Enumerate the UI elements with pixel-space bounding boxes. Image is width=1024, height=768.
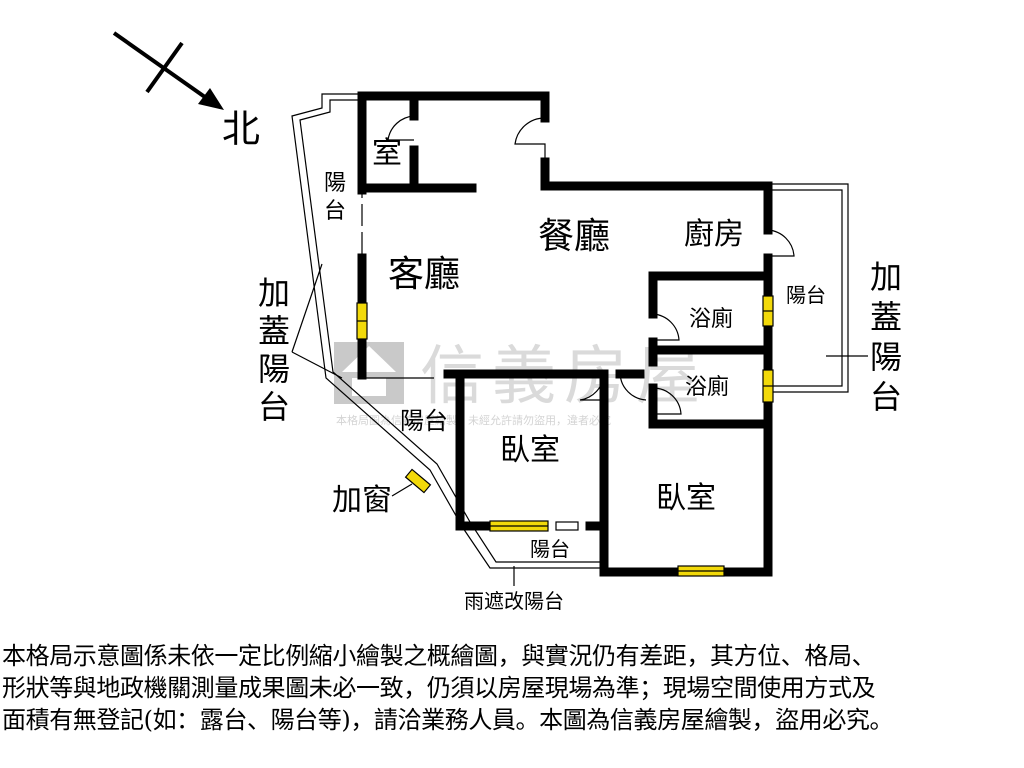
room-bedroom-1: 臥室 [500, 433, 560, 468]
left-added-char-2: 蓋 [258, 312, 290, 350]
room-labels: 室 餐廳 廚房 客廳 浴廁 浴廁 臥室 臥室 [372, 136, 744, 516]
door-arc [579, 373, 605, 401]
room-bath-1: 浴廁 [689, 307, 733, 332]
rain-shelter-label: 雨遮改陽台 [464, 589, 564, 613]
right-added-char-2: 蓋 [870, 298, 902, 336]
door-arc [619, 373, 647, 401]
room-living: 客廳 [388, 254, 460, 295]
right-added-char-3: 陽 [870, 338, 902, 376]
north-label: 北 [222, 107, 260, 151]
balcony-bottom-label: 陽台 [530, 537, 570, 561]
room-bedroom-2: 臥室 [656, 481, 716, 516]
disclaimer-line: 形狀等與地政機關測量成果圖未必一致，仍須以房屋現場為準；現場空間使用方式及 [2, 674, 876, 702]
left-added-char-1: 加 [258, 274, 290, 312]
doors [387, 115, 795, 415]
compass: 北 [112, 31, 260, 151]
balcony-labels: 陽 台 陽台 陽台 陽台 [324, 171, 826, 561]
balcony-left-char-2: 台 [324, 199, 346, 224]
balcony-right-label: 陽台 [786, 283, 826, 307]
north-arrow-icon [198, 88, 224, 110]
door-arc [514, 117, 546, 162]
door-arc [652, 313, 680, 341]
left-added-char-3: 陽 [258, 350, 290, 388]
right-added-char-4: 台 [870, 378, 902, 416]
balcony-left-char-1: 陽 [324, 171, 346, 196]
watermark-notice: 本格局圖為信義房屋繪製，未經允許請勿盜用，違者必究 [336, 413, 611, 427]
right-added-char-1: 加 [870, 258, 902, 296]
windows [356, 295, 774, 577]
door-arc [767, 229, 795, 257]
window [404, 468, 432, 494]
annotations: 加 蓋 陽 台 加 蓋 陽 台 加窗 雨遮改陽台 [258, 258, 902, 613]
door-arc [652, 387, 682, 415]
added-window-label: 加窗 [332, 483, 392, 518]
room-dining: 餐廳 [538, 216, 610, 257]
room-bath-2: 浴廁 [685, 375, 729, 400]
disclaimer-line: 本格局示意圖係未依一定比例縮小繪製之概繪圖，與實況仍有差距，其方位、格局、 [2, 642, 876, 670]
left-added-char-4: 台 [258, 388, 290, 426]
watermark-logo-icon [334, 342, 404, 404]
room-small-room: 室 [372, 136, 402, 171]
balcony-outlines [291, 93, 849, 569]
disclaimer-line: 面積有無登記(如：露台、陽台等)，請洽業務人員。本圖為信義房屋繪製，盜用必究。 [2, 706, 894, 734]
door-arc [387, 115, 415, 141]
room-kitchen: 廚房 [684, 217, 744, 252]
sliding-doors [361, 120, 579, 531]
disclaimer: 本格局示意圖係未依一定比例縮小繪製之概繪圖，與實況仍有差距，其方位、格局、 形狀… [2, 640, 1022, 736]
floor-plan: 信義房屋 本格局圖為信義房屋繪製，未經允許請勿盜用，違者必究 [112, 31, 902, 613]
balcony-middle-label: 陽台 [400, 407, 448, 435]
